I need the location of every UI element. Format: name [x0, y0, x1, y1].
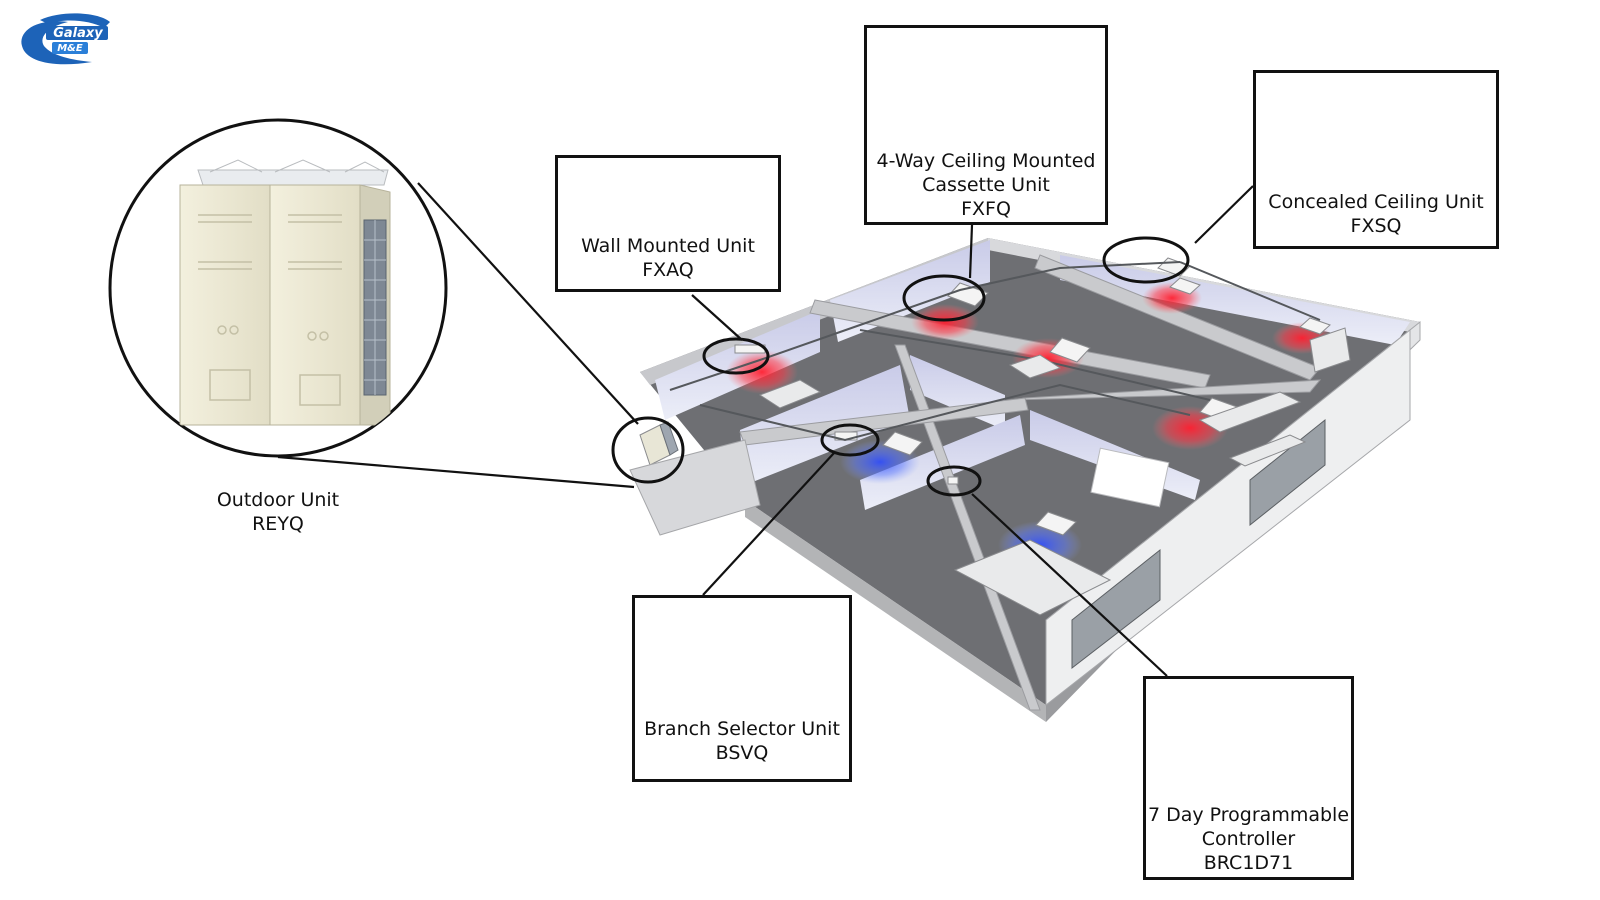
cassette-unit-small	[1035, 511, 1077, 536]
leader-outdoor-top	[417, 182, 639, 425]
whiteboard	[1090, 447, 1170, 508]
building-floor	[640, 238, 1420, 705]
cassette-unit-small	[882, 431, 923, 456]
desk	[1008, 354, 1062, 379]
highlight-circles	[611, 236, 1190, 497]
outdoor-unit-small	[639, 421, 679, 466]
highlight-wall-unit	[702, 337, 770, 375]
controller-line2: Controller	[1201, 828, 1296, 850]
callout-wall-text: Wall Mounted Unit FXAQ	[558, 234, 778, 282]
outdoor-unit-label: Outdoor Unit REYQ	[178, 488, 378, 536]
callout-cassette-text: 4-Way Ceiling Mounted Cassette Unit FXFQ	[867, 149, 1105, 221]
desk	[1198, 391, 1302, 433]
highlight-outdoor-unit	[611, 416, 685, 484]
cassette-line1: 4-Way Ceiling Mounted	[876, 150, 1096, 172]
concealed-unit-name: Concealed Ceiling Unit	[1268, 191, 1484, 213]
callout-wall-mounted-unit: Wall Mounted Unit FXAQ	[555, 155, 781, 292]
branch-unit-model: BSVQ	[715, 742, 769, 764]
leader-controller	[971, 493, 1168, 677]
cassette-unit-small	[947, 282, 989, 307]
cabinet	[1309, 327, 1351, 373]
wall-unit-name: Wall Mounted Unit	[581, 235, 755, 257]
conference-table	[953, 539, 1112, 616]
concealed-unit-small	[1299, 317, 1331, 335]
concealed-unit-model: FXSQ	[1350, 215, 1402, 237]
windows-right	[1071, 418, 1326, 670]
outdoor-unit-model: REYQ	[252, 513, 304, 535]
callout-controller-text: 7 Day Programmable Controller BRC1D71	[1146, 803, 1351, 875]
outdoor-unit-name: Outdoor Unit	[216, 489, 340, 511]
heat-glow-1	[726, 350, 798, 394]
concealed-unit-small	[1169, 277, 1201, 295]
logo-text-galaxy: Galaxy	[53, 26, 103, 41]
furniture	[758, 327, 1351, 616]
callout-concealed-ceiling-unit: Concealed Ceiling Unit FXSQ	[1253, 70, 1499, 249]
outdoor-unit-image	[179, 159, 391, 426]
leader-outdoor-bottom	[277, 455, 635, 489]
callout-concealed-text: Concealed Ceiling Unit FXSQ	[1256, 190, 1496, 238]
wall-unit-model: FXAQ	[642, 259, 694, 281]
leader-lines	[277, 182, 1254, 677]
leader-concealed-unit	[1194, 185, 1254, 244]
desk	[758, 379, 822, 409]
branch-unit-name: Branch Selector Unit	[644, 718, 840, 740]
callout-programmable-controller: 7 Day Programmable Controller BRC1D71	[1143, 676, 1354, 880]
outdoor-unit-magnifier	[108, 118, 448, 458]
controller-model: BRC1D71	[1203, 852, 1294, 874]
highlight-controller	[926, 465, 982, 497]
callout-branch-text: Branch Selector Unit BSVQ	[635, 717, 849, 765]
heating-airflow	[726, 282, 1332, 450]
heat-glow-2	[911, 304, 979, 340]
cassette-line2: Cassette Unit	[922, 174, 1050, 196]
cassette-model: FXFQ	[961, 198, 1011, 220]
highlight-cassette-unit	[902, 274, 986, 322]
controller-line1: 7 Day Programmable	[1147, 804, 1350, 826]
leader-cassette-unit	[968, 224, 974, 279]
highlight-concealed-unit	[1102, 236, 1190, 284]
highlight-branch-selector	[820, 423, 880, 457]
callout-branch-selector-unit: Branch Selector Unit BSVQ	[632, 595, 852, 782]
logo-text-me: M&E	[57, 43, 83, 54]
leader-wall-unit	[691, 294, 743, 341]
building-cutaway	[629, 238, 1421, 722]
galaxy-me-logo: Galaxy M&E	[21, 13, 110, 65]
cassette-unit-small	[1049, 337, 1091, 363]
leader-branch-selector	[702, 452, 835, 596]
left-ramp	[629, 439, 761, 536]
slab-edge-left	[745, 500, 1046, 722]
desk	[1228, 434, 1307, 467]
callout-cassette-unit: 4-Way Ceiling Mounted Cassette Unit FXFQ	[864, 25, 1108, 225]
controller-small	[947, 476, 959, 485]
